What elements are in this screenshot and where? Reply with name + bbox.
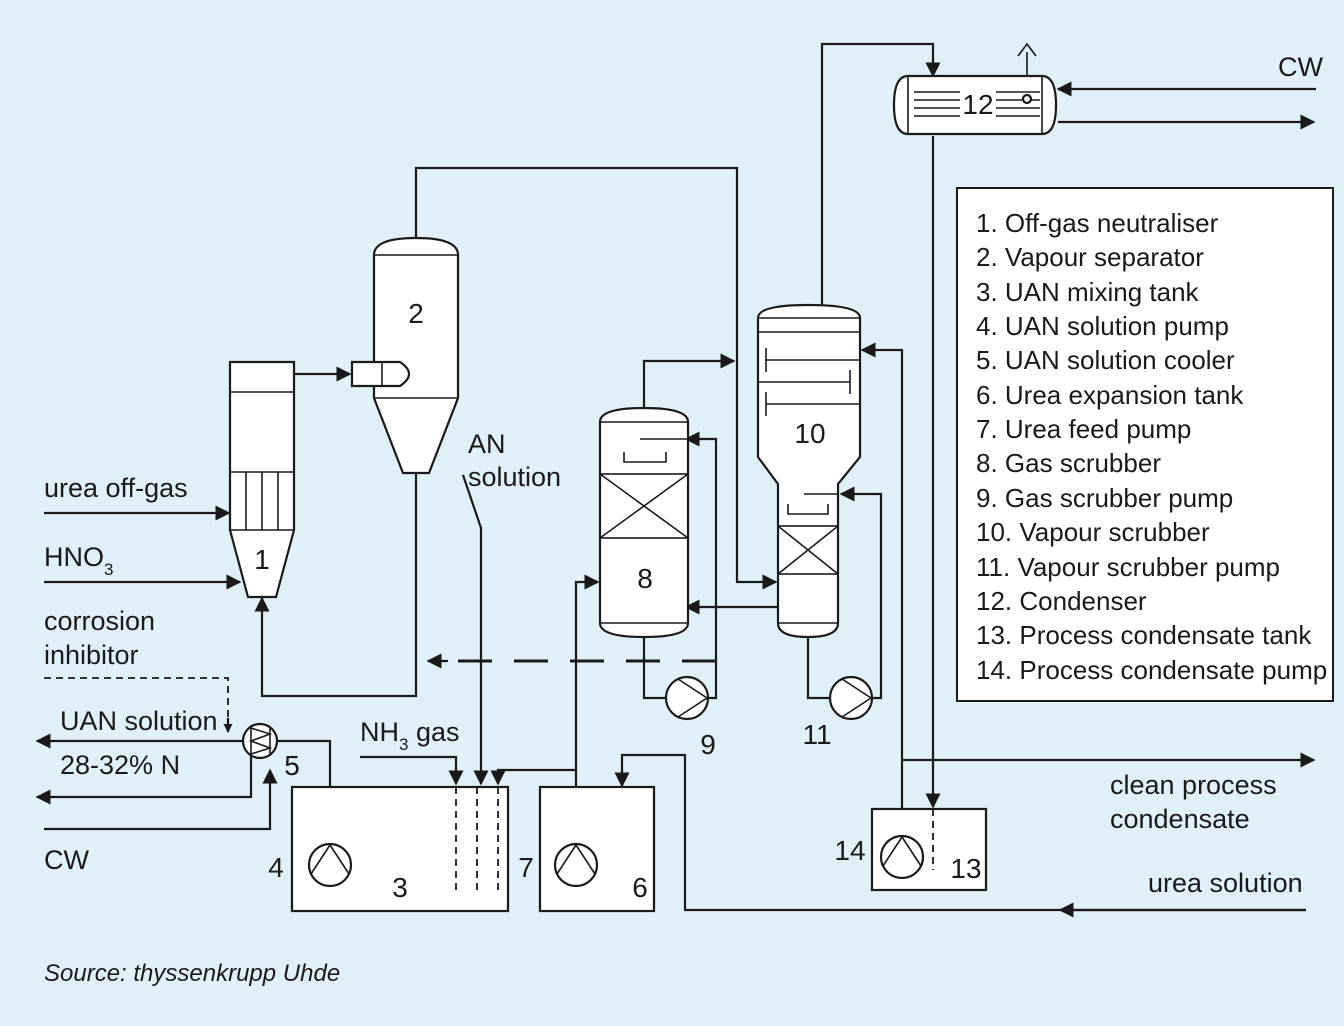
equipment-number-11: 11 [802,719,831,750]
urea-feed-pump [553,842,599,888]
gas-scrubber-recycle-line [684,431,718,700]
vapour-scrubber-recycle-line [839,486,883,700]
legend-item: 2. Vapour separator [976,242,1204,272]
gas-scrubber [598,406,690,639]
label-uan-concentration: 28-32% N [60,750,180,780]
equipment-number-7: 7 [518,852,534,883]
equipment-number-13: 13 [950,853,981,884]
scrubber-vapour-line [642,353,736,408]
legend-item: 14. Process condensate pump [976,655,1327,685]
equipment-number-1: 1 [254,544,270,575]
legend-item: 3. UAN mixing tank [976,277,1200,307]
equipment-number-6: 6 [632,872,648,903]
vapour-scrubber-bottom-line [806,637,830,700]
vapour-scrubber [756,303,862,639]
label-condensate: condensate [1110,804,1250,834]
label-an-solution: solution [468,462,561,492]
cw-supply-line [44,768,278,831]
legend-item: 10. Vapour scrubber [976,517,1210,547]
label-hno3: HNO3 [44,542,113,579]
separator-recycle-line [254,473,418,698]
source-caption: Source: thyssenkrupp Uhde [44,960,340,987]
equipment-number-9: 9 [700,729,716,760]
uan-solution-pump [307,842,353,888]
label-nh3-gas: NH3 gas [360,717,460,754]
urea-expansion-tank [538,785,656,913]
label-corrosion: corrosion [44,606,155,636]
label-clean-process: clean process [1110,770,1277,800]
corrosion-inhibitor-line [44,677,229,726]
separator-vapour-line [414,166,778,590]
an-solution-line [461,474,489,786]
nh3-gas-line [360,755,464,786]
vapour-scrubber-pump [828,675,874,721]
legend-item: 5. UAN solution cooler [976,345,1235,375]
label-urea-offgas: urea off-gas [44,473,188,503]
equipment-number-4: 4 [268,852,284,883]
overhead-to-condenser-line [820,42,941,306]
urea-solution-line [620,753,1306,912]
legend-item: 11. Vapour scrubber pump [976,552,1280,582]
vent-hat [1017,42,1037,57]
legend-item: 8. Gas scrubber [976,448,1161,478]
equipment-number-3: 3 [392,872,408,903]
legend-item: 6. Urea expansion tank [976,380,1244,410]
cw-return-line [35,754,253,805]
off-gas-neutraliser [228,360,296,599]
equipment-number-14: 14 [834,835,865,866]
gas-scrubber-bottom-line [642,637,666,700]
legend-box [956,187,1334,702]
legend-item: 12. Condenser [976,586,1147,616]
legend-item: 1. Off-gas neutraliser [976,208,1219,238]
gas-scrubber-pump [664,675,710,721]
equipment-number-5: 5 [284,750,300,781]
label-cw-left: CW [44,845,89,875]
label-uan-solution: UAN solution [60,706,218,736]
urea-to-scrubber-line [574,574,600,770]
label-an: AN [468,429,506,459]
legend-item: 9. Gas scrubber pump [976,483,1233,513]
equipment-number-8: 8 [637,563,653,594]
legend-item: 13. Process condensate tank [976,620,1312,650]
legend-item: 4. UAN solution pump [976,311,1229,341]
uan-solution-cooler [241,722,279,760]
vapour-separator [350,236,460,475]
condenser [892,74,1058,136]
label-inhibitor: inhibitor [44,640,139,670]
equipment-number-10: 10 [794,418,825,449]
condensate-to-vapour-scrubber-line [860,342,904,838]
legend-item: 7. Urea feed pump [976,414,1191,444]
process-condensate-pump [879,834,925,880]
label-urea-solution: urea solution [1148,868,1303,898]
equipment-number-2: 2 [408,298,424,329]
label-cw-right: CW [1278,52,1323,82]
equipment-number-12: 12 [962,89,993,120]
